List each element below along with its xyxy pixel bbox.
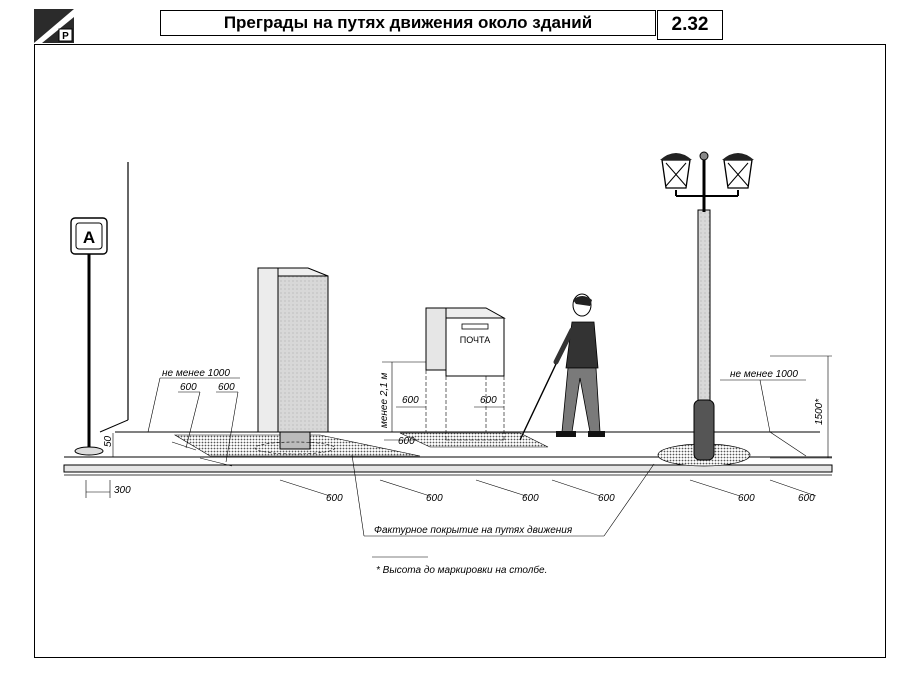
building-wall <box>99 162 129 433</box>
label-height-2-1: менее 2,1 м <box>379 372 390 428</box>
cabinet-obstacle <box>254 267 336 455</box>
dimension-lines <box>85 355 832 558</box>
label-600-b: 600 <box>218 382 235 393</box>
label-600-g2: 600 <box>426 493 443 504</box>
lantern-left-icon <box>660 153 692 189</box>
label-600-g6: 600 <box>798 493 815 504</box>
label-600-mb1: 600 <box>402 395 419 406</box>
footnote: * Высота до маркировки на столбе. <box>376 564 547 576</box>
sheet-number: 2.32 <box>657 10 723 40</box>
label-600-g1: 600 <box>326 493 343 504</box>
drawing-frame <box>34 44 886 658</box>
label-600-mb2: 600 <box>480 395 497 406</box>
mailbox-label: ПОЧТА <box>460 335 490 345</box>
page-title: Преграды на путях движения около зданий <box>160 10 656 36</box>
bus-stop-sign: А <box>70 217 108 456</box>
label-600-a: 600 <box>180 382 197 393</box>
pedestrian-with-cane <box>519 293 605 441</box>
label-600-mb3: 600 <box>398 436 415 447</box>
dimension-labels: не менее 1000 600 600 50 300 600 600 600… <box>103 368 825 576</box>
mailbox: ПОЧТА <box>425 307 506 441</box>
label-min-1000-right: не менее 1000 <box>730 369 798 380</box>
label-600-g4: 600 <box>598 493 615 504</box>
street-lamp <box>660 151 754 461</box>
sign-letter: А <box>83 228 95 247</box>
label-50: 50 <box>103 435 114 447</box>
label-1500: 1500* <box>814 398 825 425</box>
texture-caption: Фактурное покрытие на путях движения <box>374 525 573 536</box>
label-600-g3: 600 <box>522 493 539 504</box>
label-600-g5: 600 <box>738 493 755 504</box>
tactile-paving <box>173 432 751 467</box>
category-logo-icon: Р <box>34 9 74 43</box>
label-300: 300 <box>114 485 131 496</box>
logo-letter: Р <box>62 31 69 42</box>
lantern-right-icon <box>722 153 754 189</box>
label-min-1000-left: не менее 1000 <box>162 368 230 379</box>
